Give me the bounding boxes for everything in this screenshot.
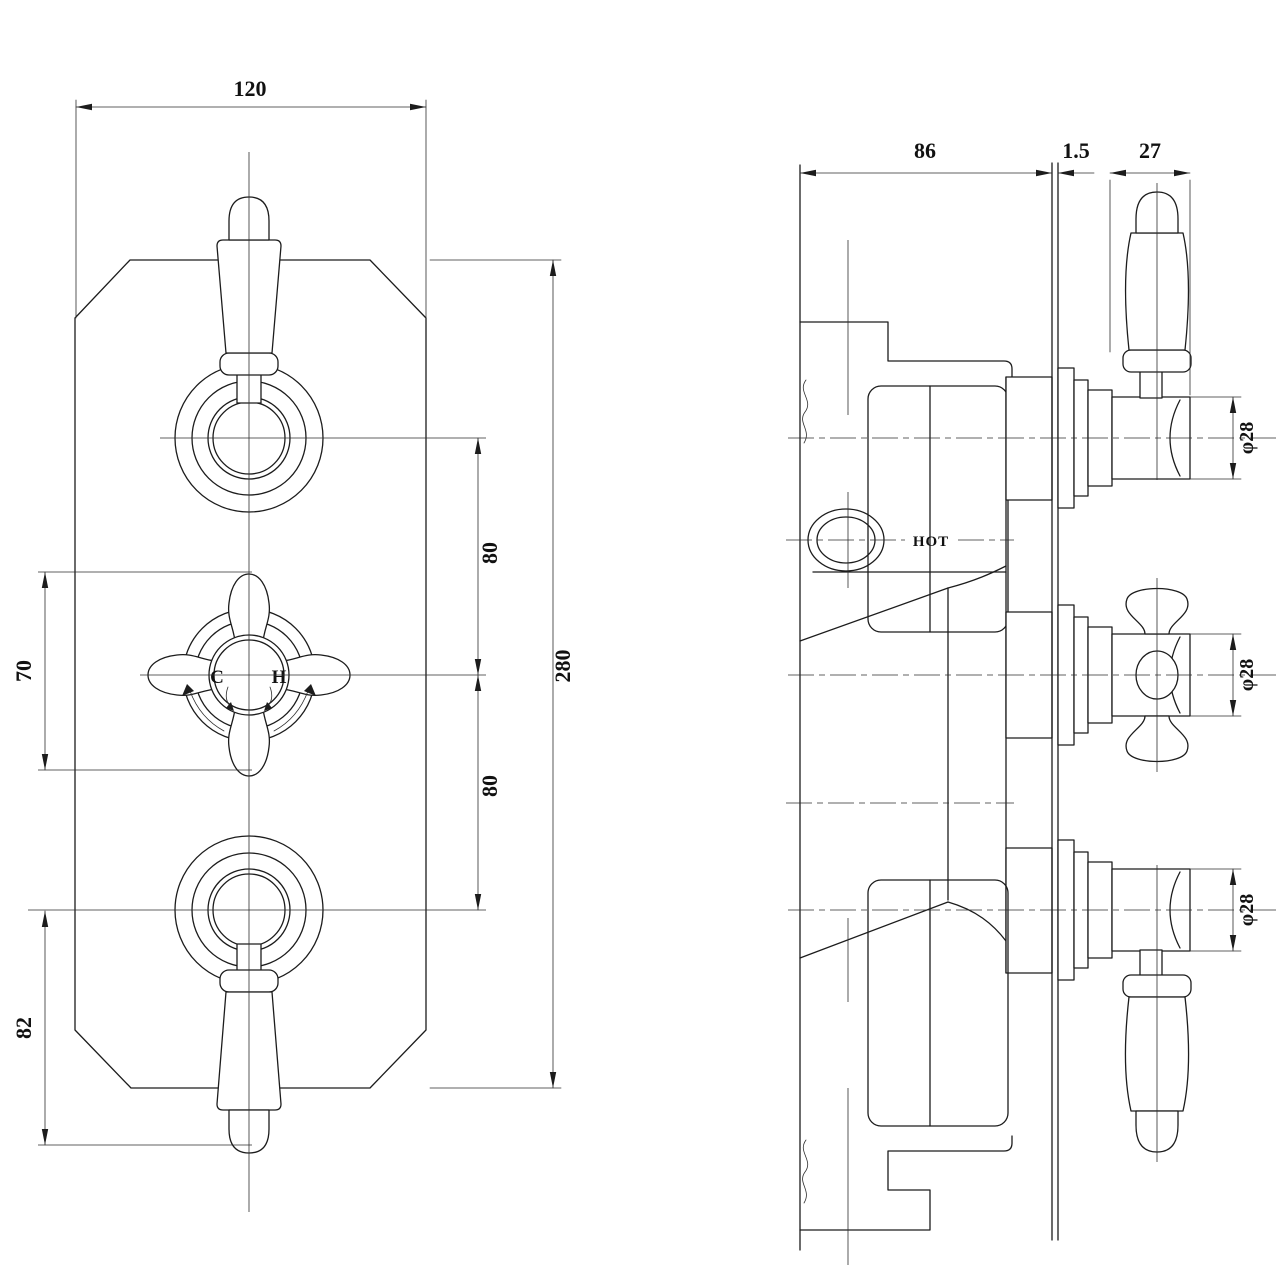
rotation-arrow-right-head <box>304 684 316 696</box>
front-view: C H <box>11 76 575 1212</box>
dim-plate-thickness: 1.5 <box>1057 138 1095 177</box>
break-line-bottom <box>802 1139 809 1204</box>
front-centerlines <box>28 152 486 1212</box>
rotation-arrow-left-head <box>182 684 194 696</box>
dim-valve-depth: 86 <box>799 138 1053 177</box>
dim-middle-trim-diameter-text: φ28 <box>1236 659 1258 691</box>
dim-center-spacing: 80 80 <box>474 437 502 911</box>
dim-cross-span-text: 70 <box>11 660 36 682</box>
hot-inlet-label: HOT <box>913 534 949 550</box>
rotation-arrow-right-arc <box>273 690 309 732</box>
body-bottom-block <box>799 1135 1013 1231</box>
body-top-block <box>799 321 1013 378</box>
dim-plate-thickness-text: 1.5 <box>1062 138 1090 163</box>
dim-plate-height-text: 280 <box>550 650 575 683</box>
cold-label: C <box>210 667 224 688</box>
body-top-boss <box>1005 376 1053 501</box>
body-top-cartridge <box>867 385 1009 633</box>
dim-valve-depth-text: 86 <box>914 138 936 163</box>
dim-middle-to-bottom-text: 80 <box>477 775 502 797</box>
body-bottom-boss <box>1005 847 1053 974</box>
dim-bottom-lever-span-text: 82 <box>11 1017 36 1039</box>
side-top-lever-stem <box>1139 370 1163 399</box>
body-cone-top <box>799 587 949 642</box>
dim-top-trim-diameter: φ28 <box>1189 396 1258 480</box>
dim-plate-width-text: 120 <box>234 76 267 101</box>
faceplate-outline <box>74 259 427 1089</box>
side-valve-body <box>799 164 1053 1265</box>
hub-arrow-hot-head <box>264 702 272 711</box>
side-view: HOT 86 1.5 27 <box>786 138 1280 1265</box>
dim-middle-trim-diameter: φ28 <box>1189 633 1258 717</box>
side-centerlines: HOT <box>786 437 1280 911</box>
break-line-top <box>802 379 809 444</box>
dim-bottom-trim-diameter-text: φ28 <box>1236 894 1258 926</box>
side-bottom-lever-stem <box>1139 949 1163 978</box>
dim-trim-projection-text: 27 <box>1139 138 1161 163</box>
dim-plate-height: 280 <box>429 259 575 1089</box>
dim-plate-width: 120 <box>75 76 427 319</box>
body-cone-bottom <box>799 901 949 959</box>
dim-trim-projection: 27 <box>1109 138 1191 396</box>
dim-bottom-lever-span: 82 <box>11 910 49 1146</box>
dim-cross-span: 70 <box>11 571 49 771</box>
rotation-arrow-left-arc <box>189 690 225 732</box>
dim-top-trim-diameter-text: φ28 <box>1236 422 1258 454</box>
hub-arrow-cold-head <box>226 702 234 711</box>
dim-top-to-middle-text: 80 <box>477 542 502 564</box>
dim-bottom-trim-diameter: φ28 <box>1189 868 1258 952</box>
body-bottom-cartridge <box>867 879 1009 1127</box>
hot-label: H <box>272 667 287 688</box>
